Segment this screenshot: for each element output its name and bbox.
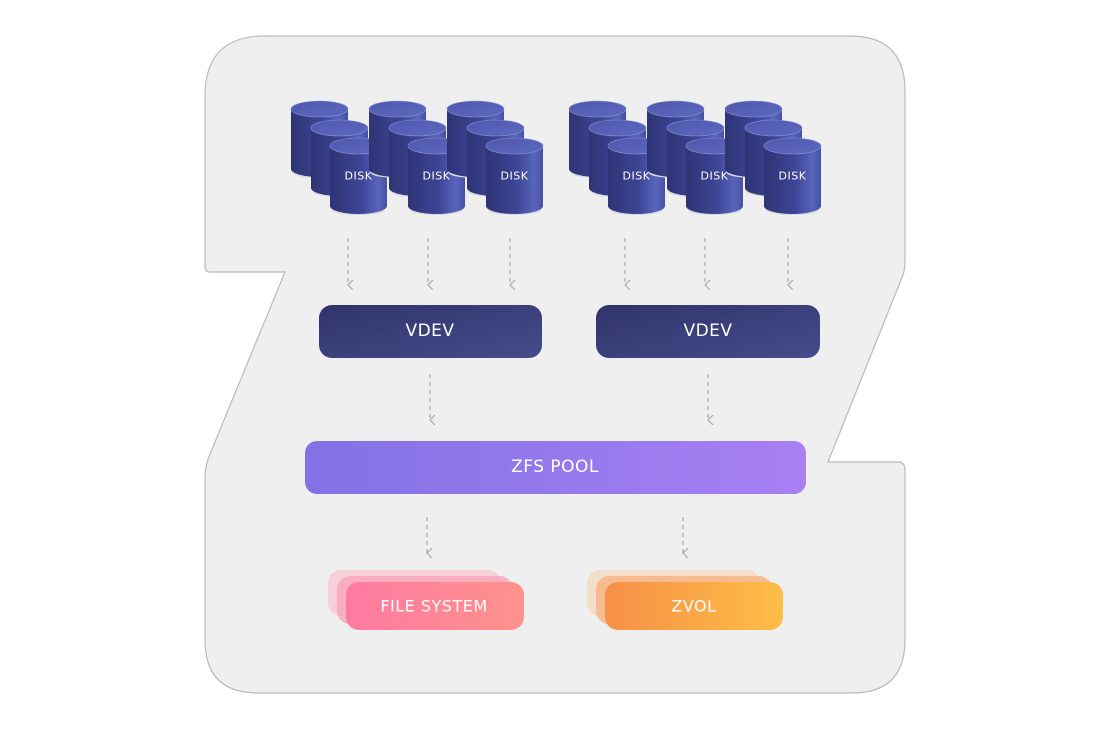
disk-label: DISK [423, 170, 451, 183]
disk[interactable]: DISK [485, 137, 544, 215]
disk-label: DISK [345, 170, 373, 183]
zvol[interactable]: ZVOL [587, 570, 783, 630]
zvol-label: ZVOL [671, 597, 716, 616]
disk-group-2: DISK DISK DISK [568, 100, 822, 215]
vdev-2[interactable]: VDEV [596, 305, 820, 358]
zfs-pool[interactable]: ZFS POOL [305, 441, 806, 494]
disk-label: DISK [623, 170, 651, 183]
vdev-1[interactable]: VDEV [319, 305, 542, 358]
flow-arrows [348, 238, 788, 553]
vdev-1-label: VDEV [405, 321, 454, 341]
disk-groups: DISK DISK DISK DISK DISK DISK [290, 100, 822, 215]
disk-label: DISK [501, 170, 529, 183]
disk-label: DISK [779, 170, 807, 183]
zfs-pool-label: ZFS POOL [511, 457, 599, 477]
file-system-label: FILE SYSTEM [380, 597, 487, 616]
disk[interactable]: DISK [763, 137, 822, 215]
vdev-2-label: VDEV [683, 321, 732, 341]
disk-label: DISK [701, 170, 729, 183]
disk-group-1: DISK DISK DISK [290, 100, 544, 215]
file-system[interactable]: FILE SYSTEM [328, 570, 524, 630]
